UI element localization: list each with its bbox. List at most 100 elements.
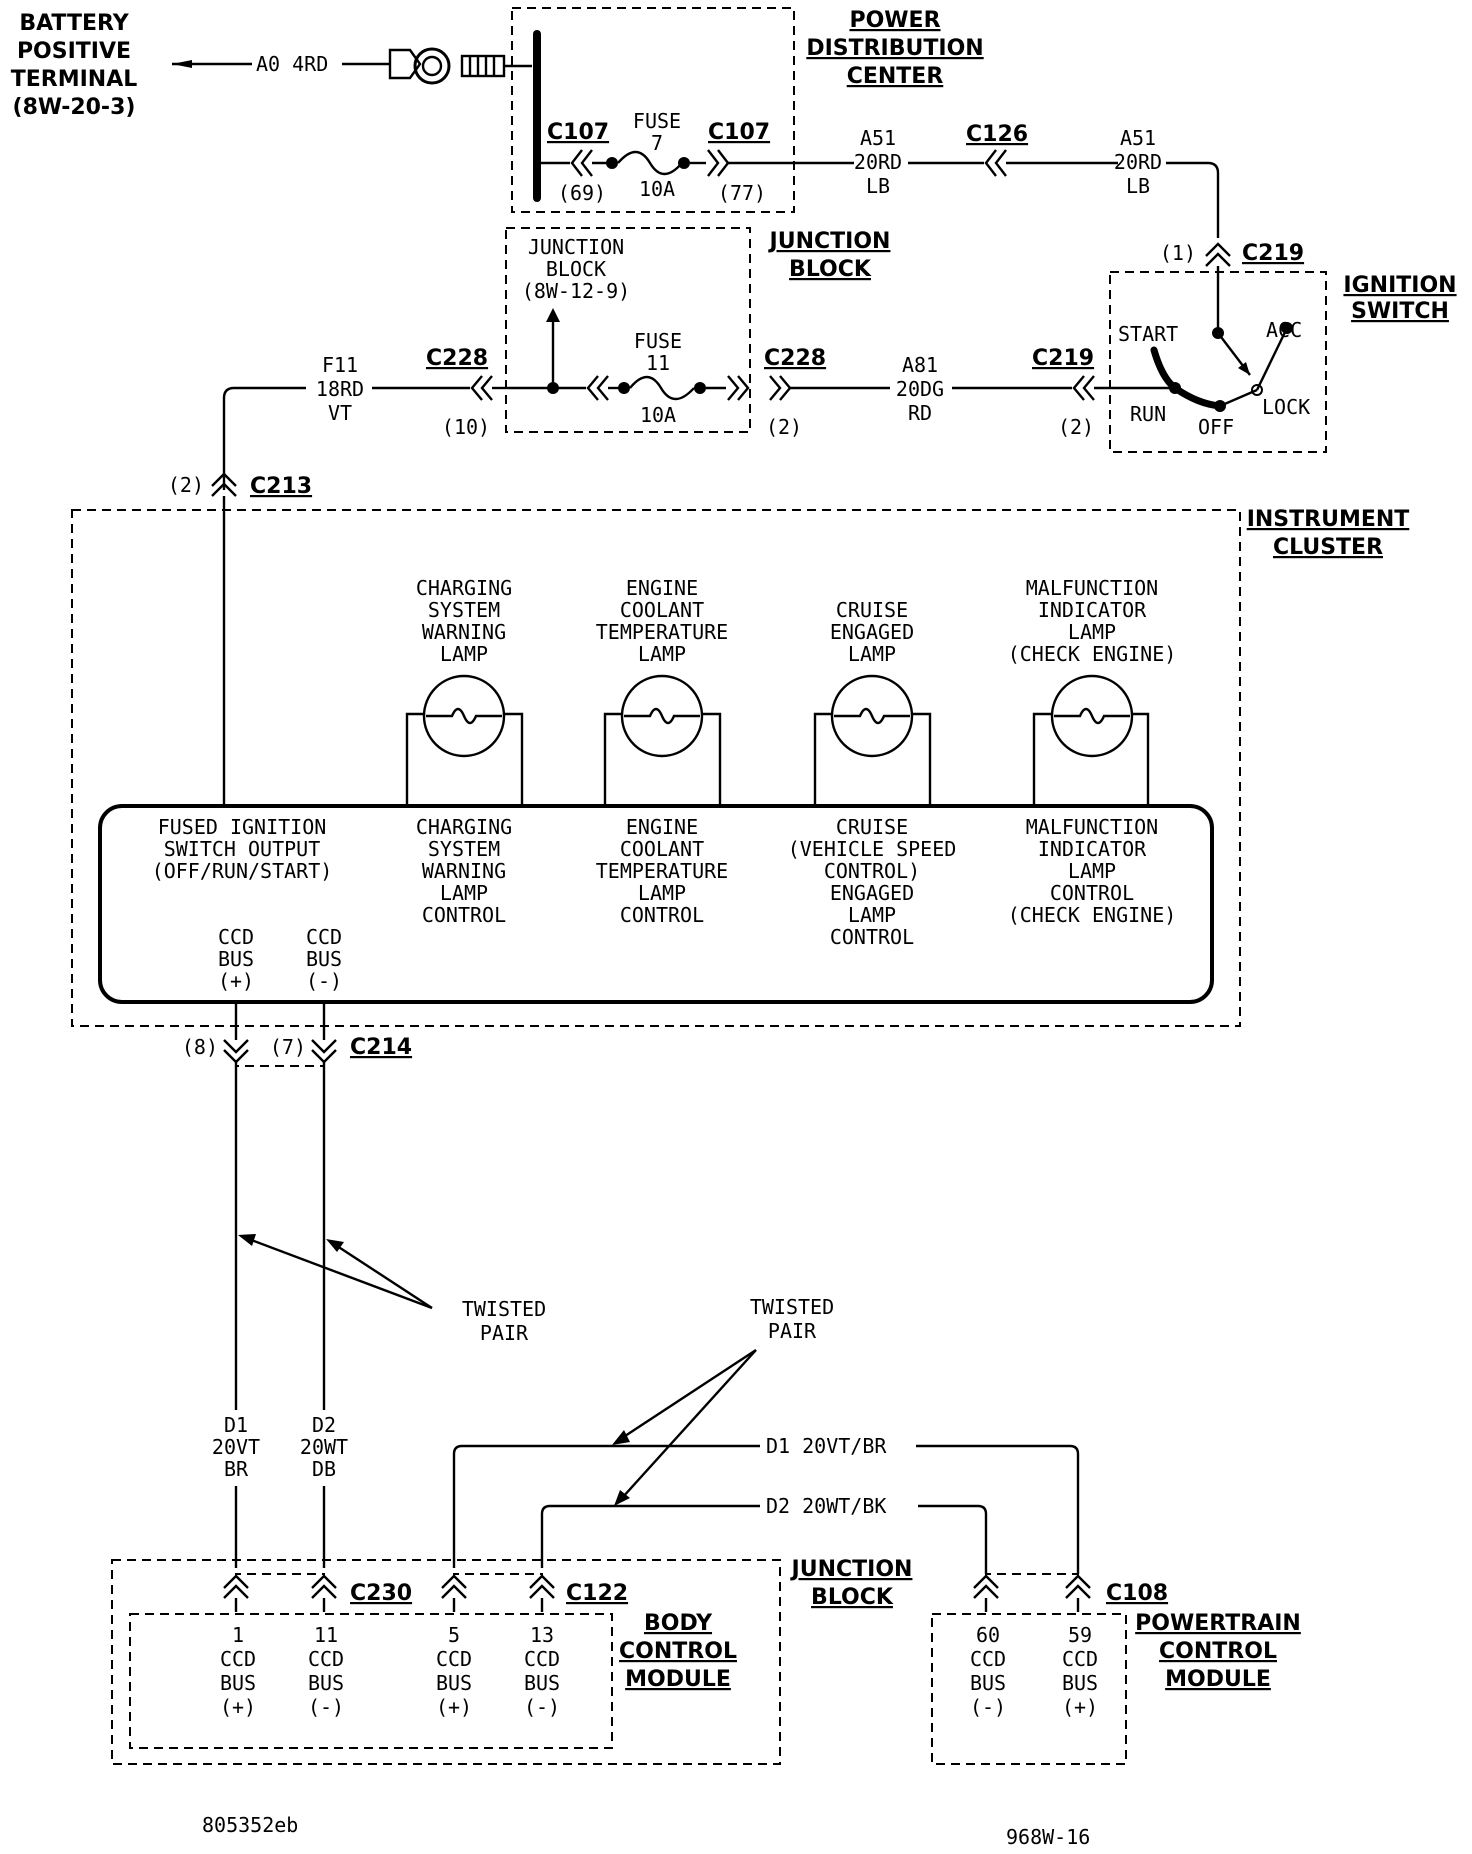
svg-text:CCD: CCD	[970, 1647, 1006, 1671]
instrument-cluster-box	[71, 509, 1241, 1027]
ignition-switch-box	[1109, 271, 1327, 453]
figure-code-left: 805352eb	[202, 1813, 298, 1837]
svg-text:JUNCTION: JUNCTION	[790, 1557, 913, 1582]
svg-text:CONTROL: CONTROL	[619, 1639, 737, 1664]
svg-text:JUNCTION: JUNCTION	[768, 229, 891, 254]
wire-d1-vertical: D1 20VT BR	[212, 1062, 260, 1568]
svg-text:BUS: BUS	[436, 1671, 472, 1695]
svg-text:11: 11	[314, 1623, 338, 1647]
svg-text:TWISTED: TWISTED	[750, 1295, 834, 1319]
svg-text:CHARGING: CHARGING	[416, 815, 512, 839]
pin-69: (69)	[558, 181, 606, 205]
svg-text:WARNING: WARNING	[422, 620, 506, 644]
pin-77: (77)	[718, 181, 766, 205]
junction-block-ref: JUNCTION BLOCK (8W-12-9)	[522, 235, 630, 388]
svg-text:BUS: BUS	[218, 947, 254, 971]
svg-text:5: 5	[448, 1623, 460, 1647]
svg-text:BUS: BUS	[308, 1671, 344, 1695]
c219-top: C219	[1242, 241, 1304, 266]
c108-label: C108	[1106, 1581, 1168, 1606]
pcm-pin-60: 60 CCD BUS (-)	[970, 1623, 1006, 1719]
lamp-charging	[405, 674, 524, 806]
svg-text:DB: DB	[312, 1457, 336, 1481]
pin-2-c228: (2)	[766, 415, 802, 439]
bcm-pin-5: 5 CCD BUS (+)	[436, 1623, 472, 1719]
svg-text:13: 13	[530, 1623, 554, 1647]
pin-10: (10)	[442, 415, 490, 439]
svg-text:LAMP: LAMP	[440, 642, 488, 666]
wire-a81: A81 20DG RD	[769, 353, 1175, 425]
svg-text:VT: VT	[328, 401, 352, 425]
module-label-charging: CHARGING SYSTEM WARNING LAMP CONTROL	[416, 815, 512, 927]
svg-text:(-): (-)	[970, 1695, 1006, 1719]
svg-text:CONTROL: CONTROL	[1159, 1639, 1277, 1664]
svg-text:(+): (+)	[436, 1695, 472, 1719]
svg-text:PAIR: PAIR	[480, 1321, 529, 1345]
lamp-label-mil: MALFUNCTION INDICATOR LAMP (CHECK ENGINE…	[1008, 576, 1177, 666]
svg-text:7: 7	[651, 131, 663, 155]
pcm-title: POWERTRAIN CONTROL MODULE	[1135, 1611, 1301, 1692]
svg-text:BLOCK: BLOCK	[811, 1585, 894, 1610]
module-label-cruise: CRUISE (VEHICLE SPEED CONTROL) ENGAGED L…	[788, 815, 957, 949]
svg-text:CONTROL: CONTROL	[1050, 881, 1134, 905]
bcm-pin-13: 13 CCD BUS (-)	[524, 1623, 560, 1719]
svg-text:CRUISE: CRUISE	[836, 598, 908, 622]
svg-text:MODULE: MODULE	[625, 1667, 731, 1692]
pdc-title: POWER DISTRIBUTION CENTER	[806, 8, 983, 89]
svg-text:20VT: 20VT	[212, 1435, 260, 1459]
module-label-coolant: ENGINE COOLANT TEMPERATURE LAMP CONTROL	[596, 815, 728, 927]
svg-text:(VEHICLE SPEED: (VEHICLE SPEED	[788, 837, 957, 861]
junction-block-bottom-title: JUNCTION BLOCK	[790, 1557, 913, 1610]
bcm-connectors	[223, 1573, 555, 1612]
c126-label: C126	[966, 122, 1028, 147]
wire-a51: A51 20RD LB A51 20RD LB	[728, 126, 1231, 333]
svg-text:(-): (-)	[524, 1695, 560, 1719]
svg-text:A51: A51	[1120, 126, 1156, 150]
svg-text:INSTRUMENT: INSTRUMENT	[1247, 507, 1410, 532]
svg-text:START: START	[1118, 322, 1178, 346]
bcm-pin-11: 11 CCD BUS (-)	[308, 1623, 344, 1719]
svg-text:20DG: 20DG	[896, 377, 944, 401]
svg-text:18RD: 18RD	[316, 377, 364, 401]
svg-text:LAMP: LAMP	[848, 903, 896, 927]
svg-text:INDICATOR: INDICATOR	[1038, 598, 1147, 622]
svg-text:OFF: OFF	[1198, 415, 1234, 439]
svg-text:D1 20VT/BR: D1 20VT/BR	[766, 1434, 887, 1458]
lamp-label-cruise: CRUISE ENGAGED LAMP	[830, 598, 914, 666]
pcm-connectors	[973, 1573, 1091, 1612]
c213-connector	[211, 472, 237, 497]
twisted-pair-right: TWISTED PAIR	[612, 1295, 834, 1506]
lamp-label-coolant: ENGINE COOLANT TEMPERATURE LAMP	[596, 576, 728, 666]
c219-bottom: C219	[1032, 346, 1094, 371]
ccd-bus-pos-label: CCD BUS (+)	[218, 925, 254, 993]
svg-text:TWISTED: TWISTED	[462, 1297, 546, 1321]
svg-text:MODULE: MODULE	[1165, 1667, 1271, 1692]
svg-text:COOLANT: COOLANT	[620, 837, 704, 861]
svg-text:CRUISE: CRUISE	[836, 815, 908, 839]
svg-text:CLUSTER: CLUSTER	[1273, 535, 1383, 560]
svg-text:ENGINE: ENGINE	[626, 576, 698, 600]
svg-text:BUS: BUS	[220, 1671, 256, 1695]
svg-text:(-): (-)	[308, 1695, 344, 1719]
svg-text:LAMP: LAMP	[440, 881, 488, 905]
svg-text:D1: D1	[224, 1413, 248, 1437]
svg-text:SYSTEM: SYSTEM	[428, 837, 500, 861]
svg-text:POWERTRAIN: POWERTRAIN	[1135, 1611, 1301, 1636]
svg-text:ACC: ACC	[1266, 318, 1302, 342]
wire-d1-horizontal: D1 20VT/BR	[452, 1434, 1080, 1574]
svg-text:(+): (+)	[218, 969, 254, 993]
svg-text:DISTRIBUTION: DISTRIBUTION	[806, 36, 983, 61]
svg-text:10A: 10A	[639, 177, 675, 201]
svg-text:LB: LB	[1126, 174, 1150, 198]
pdc-box	[511, 7, 795, 213]
bcm-pin-1: 1 CCD BUS (+)	[220, 1623, 256, 1719]
c213-label: C213	[250, 474, 312, 499]
svg-text:POWER: POWER	[849, 8, 940, 33]
svg-text:INDICATOR: INDICATOR	[1038, 837, 1147, 861]
svg-text:BUS: BUS	[970, 1671, 1006, 1695]
lamp-cruise	[813, 674, 932, 806]
pcm-pin-59: 59 CCD BUS (+)	[1062, 1623, 1098, 1719]
wire-d2-horizontal: D2 20WT/BK	[540, 1494, 988, 1574]
svg-text:FUSE: FUSE	[634, 329, 682, 353]
bcm-box	[129, 1613, 613, 1749]
